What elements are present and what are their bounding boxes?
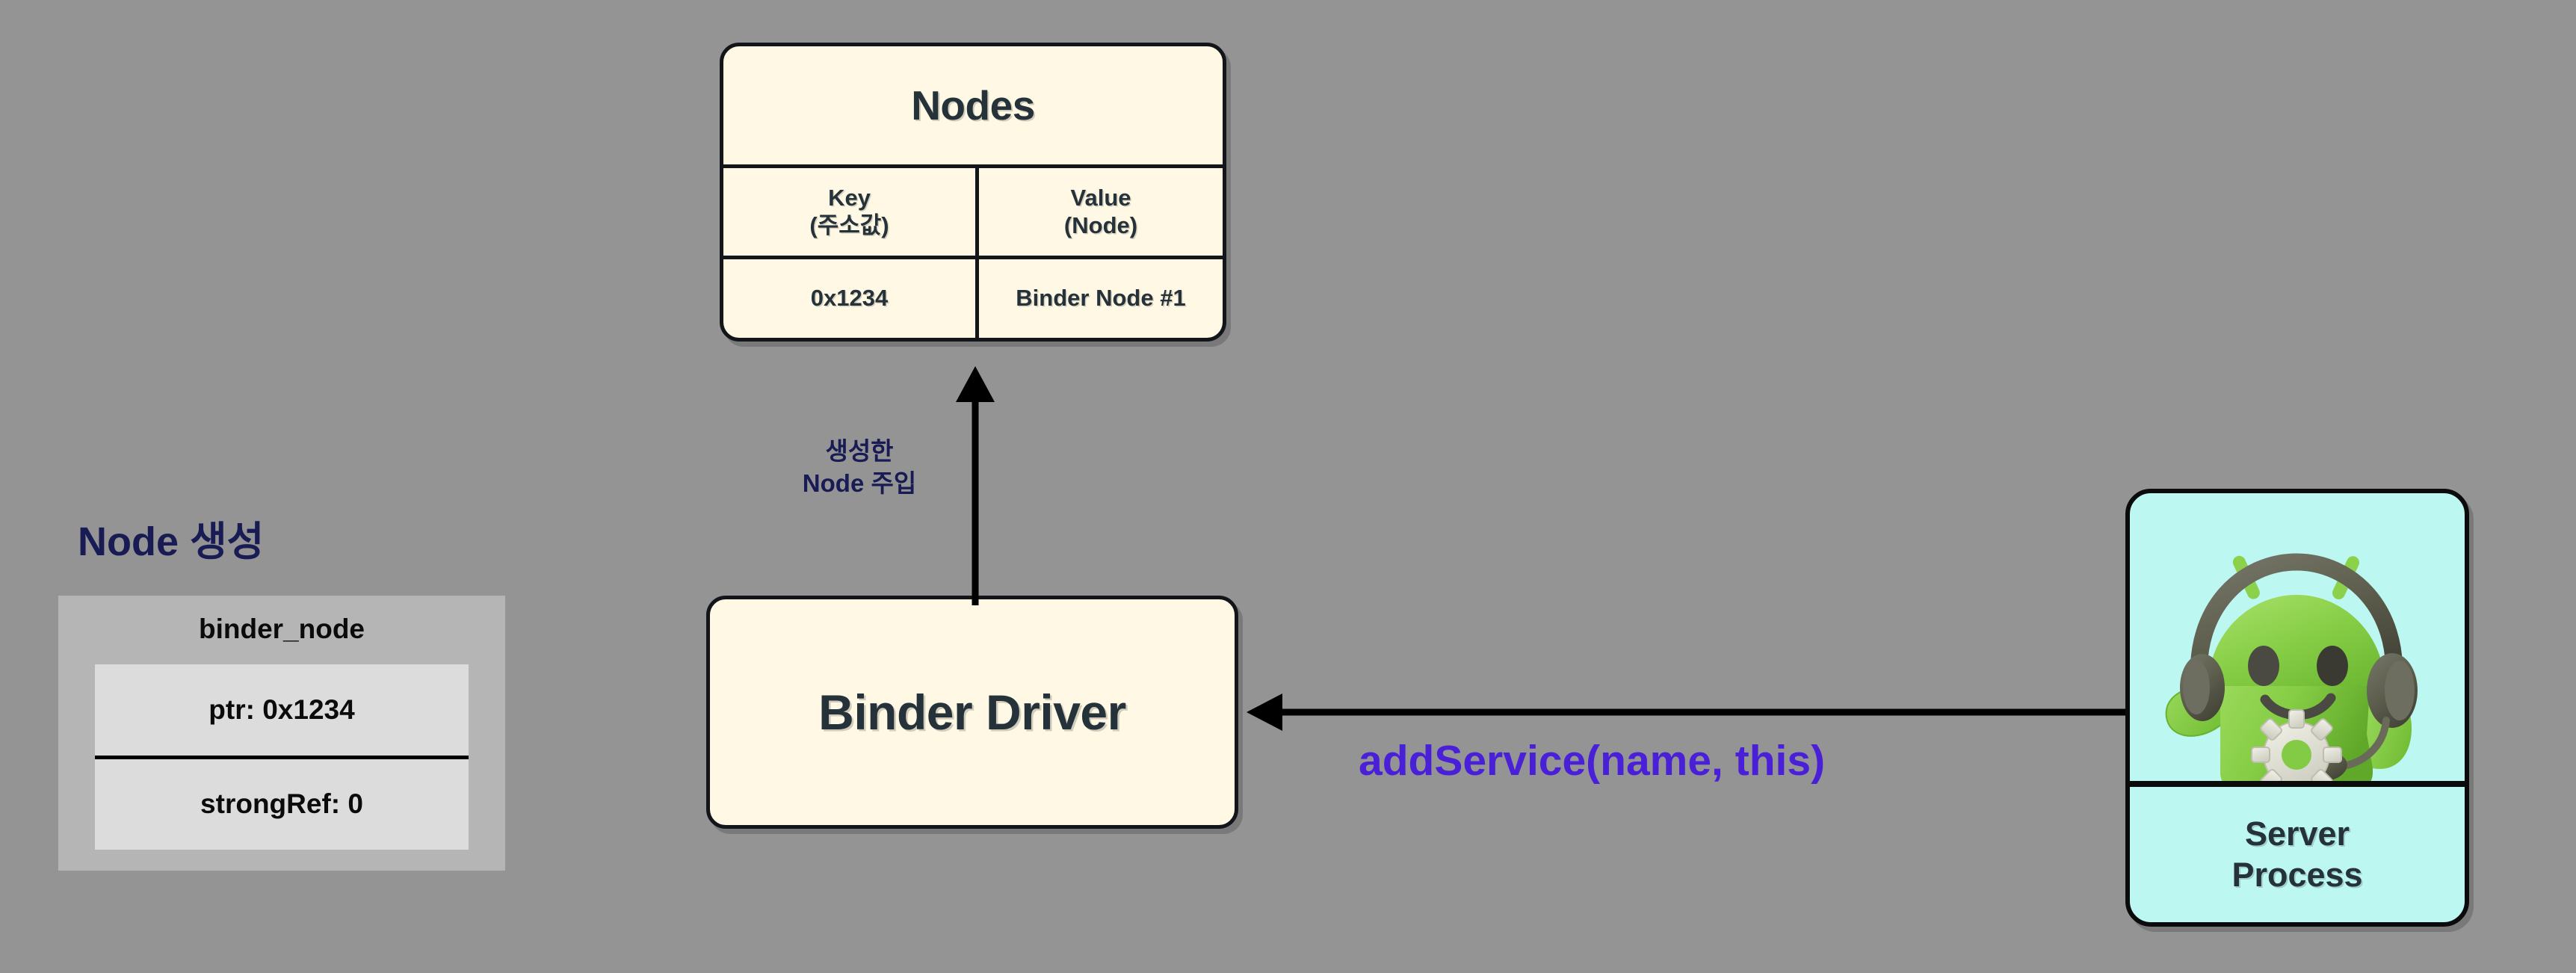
nodes-column-header-key: Key (주소값) — [723, 168, 979, 256]
inject-node-arrow-label: 생성한 Node 주입 — [770, 436, 949, 500]
binder-node-struct-box: binder_node ptr: 0x1234 strongRef: 0 — [58, 596, 505, 871]
android-support-mascot-icon — [2165, 553, 2418, 781]
binder-node-field-list: ptr: 0x1234 strongRef: 0 — [95, 664, 469, 850]
nodes-cell-value: Binder Node #1 — [1016, 285, 1186, 312]
nodes-table-title: Nodes — [723, 46, 1223, 168]
nodes-column-header-key-sub: (주소값) — [809, 211, 889, 238]
nodes-table-header-row: Key (주소값) Value (Node) — [723, 168, 1223, 259]
inject-node-arrow — [956, 366, 995, 605]
table-row: 0x1234 Binder Node #1 — [723, 259, 1223, 338]
nodes-column-header-value-sub: (Node) — [1063, 211, 1138, 238]
binder-driver-label: Binder Driver — [818, 685, 1126, 740]
binder-node-struct-name: binder_node — [198, 614, 365, 644]
binder-driver-box: Binder Driver — [706, 596, 1238, 829]
server-process-label: Server Process — [2130, 787, 2465, 922]
inject-node-arrow-label-line1: 생성한 — [825, 437, 894, 465]
nodes-table-box: Nodes Key (주소값) Value (Node) 0x1234 Bind… — [720, 43, 1226, 342]
nodes-column-header-value-label: Value — [1070, 184, 1131, 211]
nodes-column-header-value: Value (Node) — [979, 168, 1223, 256]
binder-node-field-strongref: strongRef: 0 — [200, 788, 363, 820]
binder-node-field-ptr: ptr: 0x1234 — [95, 664, 469, 759]
add-service-arrow-label: addService(name, this) — [1359, 737, 1826, 785]
server-process-avatar-area — [2130, 493, 2465, 787]
inject-node-arrow-label-line2: Node 주입 — [802, 469, 917, 497]
node-creation-title: Node 생성 — [78, 519, 265, 564]
server-process-label-line1: Server — [2244, 814, 2350, 853]
add-service-arrow — [1247, 694, 2130, 731]
nodes-column-header-key-label: Key — [828, 184, 871, 211]
server-process-card: Server Process — [2125, 489, 2469, 927]
nodes-cell-key: 0x1234 — [723, 259, 979, 338]
server-process-label-line2: Process — [2231, 855, 2363, 894]
